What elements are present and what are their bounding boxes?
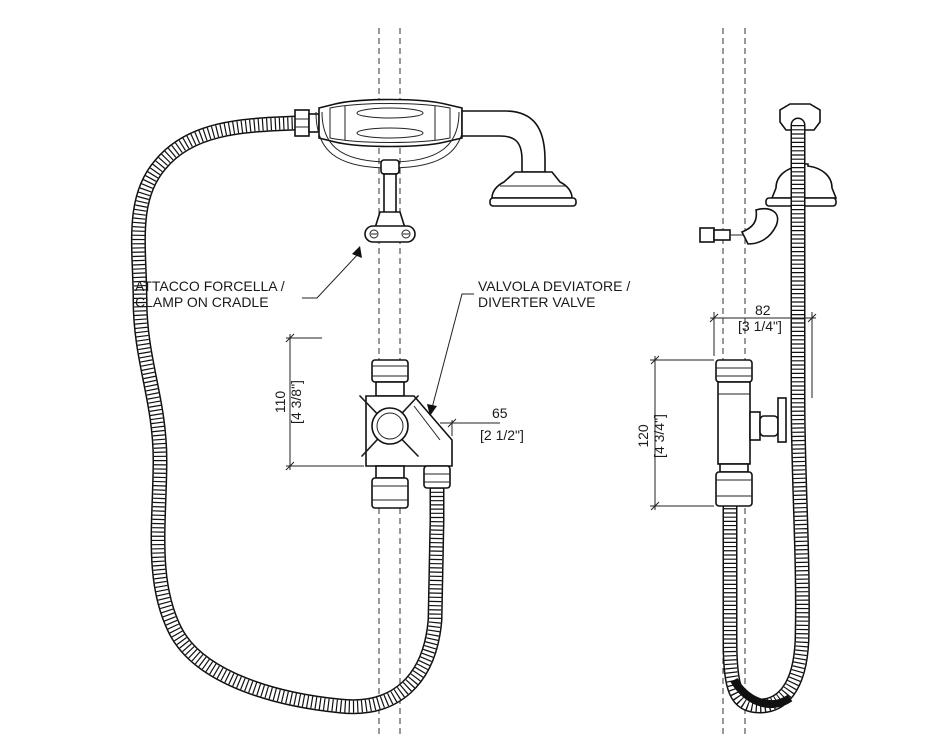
hand-shower-front (294, 98, 577, 207)
front-width-mm: 65 (492, 405, 508, 421)
front-height-in: [4 3/8"] (288, 380, 304, 424)
diverter-valve-front (359, 359, 453, 509)
valve-label-line2: DIVERTER VALVE (478, 294, 595, 310)
flexible-hose-front (130, 115, 445, 715)
clamp-bracket-front (364, 173, 416, 243)
diverter-valve-side (715, 359, 787, 507)
side-height-in: [4 3/4"] (651, 414, 667, 458)
flexible-hose-side (722, 117, 810, 714)
side-depth-in: [3 1/4"] (738, 318, 782, 334)
valve-label-line1: VALVOLA DEVIATORE / (478, 278, 630, 294)
side-depth-mm: 82 (755, 302, 771, 318)
side-dimension-lines (650, 312, 817, 511)
hand-shower-side (699, 103, 838, 245)
front-height-mm: 110 (272, 391, 288, 414)
clamp-label-line1: ATTACCO FORCELLA / (135, 278, 285, 294)
front-dimension-lines (285, 246, 500, 471)
front-width-in: [2 1/2"] (480, 427, 524, 443)
side-height-mm: 120 (635, 424, 651, 448)
clamp-label-line2: CLAMP ON CRADLE (135, 294, 269, 310)
